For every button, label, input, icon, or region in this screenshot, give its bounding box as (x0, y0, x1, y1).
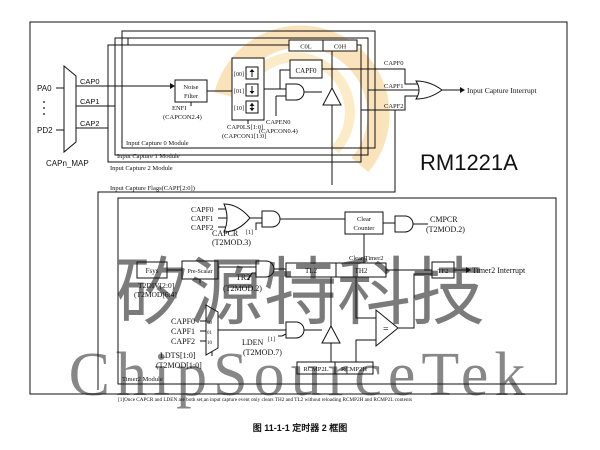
out-capf1-label: CAPF1 (384, 83, 404, 90)
footnote-text: [1]Once CAPCR and LDEN are both set,an i… (118, 397, 412, 403)
capn-map-mux (63, 64, 77, 154)
lden-and-gate (285, 321, 305, 339)
capn-map-label: CAPn_MAP (46, 159, 89, 168)
outer-frame (29, 21, 568, 395)
enfi-label: ENFI (172, 105, 186, 112)
svg-text:[10]: [10] (234, 106, 244, 112)
clear-timer2-label: Clear Timer2 (349, 255, 384, 262)
svg-text:Fsys: Fsys (146, 267, 159, 275)
svg-text:CAPF2: CAPF2 (191, 223, 214, 232)
svg-text:RCMP2L: RCMP2L (303, 366, 328, 373)
svg-text:C0H: C0H (334, 44, 347, 51)
cap0-label: CAP0 (80, 77, 100, 86)
cap1-label: CAP1 (80, 97, 100, 106)
svg-text:RCMP2H: RCMP2H (341, 366, 367, 373)
rcmp2h-register (334, 361, 374, 375)
capture-interrupt-label: Input Capture Interrupt (467, 86, 537, 95)
capcr-label: CAPCR (212, 229, 239, 238)
capen-label: CAPEN0 (266, 119, 291, 126)
svg-text:01: 01 (207, 331, 213, 336)
svg-text:TF2: TF2 (438, 268, 449, 275)
svg-text:Pre-Scalar: Pre-Scalar (188, 269, 213, 275)
pd2-label: PD2 (37, 126, 53, 135)
c0h-register (322, 39, 358, 52)
capls-label: CAP0LS[1:0] (227, 124, 263, 131)
svg-text:C0L: C0L (300, 44, 312, 51)
ldts-mux (205, 304, 219, 356)
svg-text:Counter: Counter (354, 225, 376, 232)
timer2-module-label: Timer2 Module (122, 376, 163, 383)
tr2-label: TR2 (236, 273, 250, 282)
lden-note: [1] (268, 337, 275, 343)
module0-label: Input Capture 0 Module (126, 140, 189, 147)
capen-and-gate (285, 83, 305, 101)
pa0-label: PA0 (37, 84, 52, 93)
t2div-reg: (T2MOD[6:4] (134, 290, 177, 299)
timer2-interrupt-label: Timer2 Interrupt (472, 266, 526, 275)
capcr-reg: (T2MOD.3) (212, 238, 251, 247)
ldts-reg: (T2MOD[1:0] (156, 361, 202, 370)
ldts-label: LDTS[1:0] (160, 351, 196, 360)
module1-label: Input Capture 1 Module (117, 153, 180, 160)
out-capf2-label: CAPF2 (384, 103, 404, 110)
lden-label: LDEN (242, 338, 264, 347)
svg-text:CAPF0: CAPF0 (295, 67, 317, 75)
svg-text:Filter: Filter (184, 93, 199, 100)
svg-text:CAPF0: CAPF0 (171, 317, 195, 326)
capcr-and-gate (261, 210, 281, 228)
tr2-reg: (T2MOD.2) (223, 284, 262, 293)
t2div-label: T2DIV[2:0] (138, 281, 174, 290)
capen-reg: (CAPCON0.4) (259, 128, 298, 135)
svg-text:[00]: [00] (234, 72, 244, 78)
svg-text:10: 10 (207, 341, 213, 346)
out-capf0-label: CAPF0 (384, 60, 404, 67)
svg-text:CAPF2: CAPF2 (171, 337, 195, 346)
svg-text:Noise: Noise (183, 84, 198, 91)
cmpcr-label: CMPCR (430, 215, 458, 224)
lden-reg: (T2MOD.7) (243, 348, 282, 357)
svg-text:TL2: TL2 (305, 267, 318, 275)
enfi-reg: (CAPCON2.4) (163, 114, 202, 121)
svg-text:00: 00 (207, 321, 213, 326)
svg-text:CAPF1: CAPF1 (191, 214, 214, 223)
capls-reg: (CAPCON1[1:0] (222, 133, 266, 140)
module2-label: Input Capture 2 Module (110, 165, 173, 172)
svg-text:=: = (383, 324, 389, 335)
watermark-chinese: 矽源特科技 (115, 251, 485, 334)
svg-text:[01]: [01] (234, 89, 244, 95)
svg-text:TH2: TH2 (355, 267, 368, 275)
capf-or-gate (223, 203, 251, 233)
timer2-module-frame (117, 197, 557, 385)
cmpcr-and-gate (394, 215, 414, 233)
cmpcr-reg: (T2MOD.2) (426, 225, 465, 234)
svg-text:Clear: Clear (357, 216, 372, 223)
tr2-and-gate (255, 260, 275, 278)
watermark-badge: RM1221A (420, 150, 518, 175)
svg-text:CAPF1: CAPF1 (171, 327, 195, 336)
capcr-note: [1] (246, 230, 253, 236)
capture-flags-label: Input Capture Flags(CAPF[2:0]) (110, 185, 195, 192)
compare-equal-comparator (375, 308, 399, 348)
cap2-label: CAP2 (80, 119, 100, 128)
capture-interrupt-or-gate (415, 80, 443, 100)
svg-text:CAPF0: CAPF0 (191, 205, 214, 214)
watermark-english: ChipSourceTek (69, 341, 532, 409)
figure-caption: 图 11-1-1 定时器 2 框图 (253, 422, 348, 433)
